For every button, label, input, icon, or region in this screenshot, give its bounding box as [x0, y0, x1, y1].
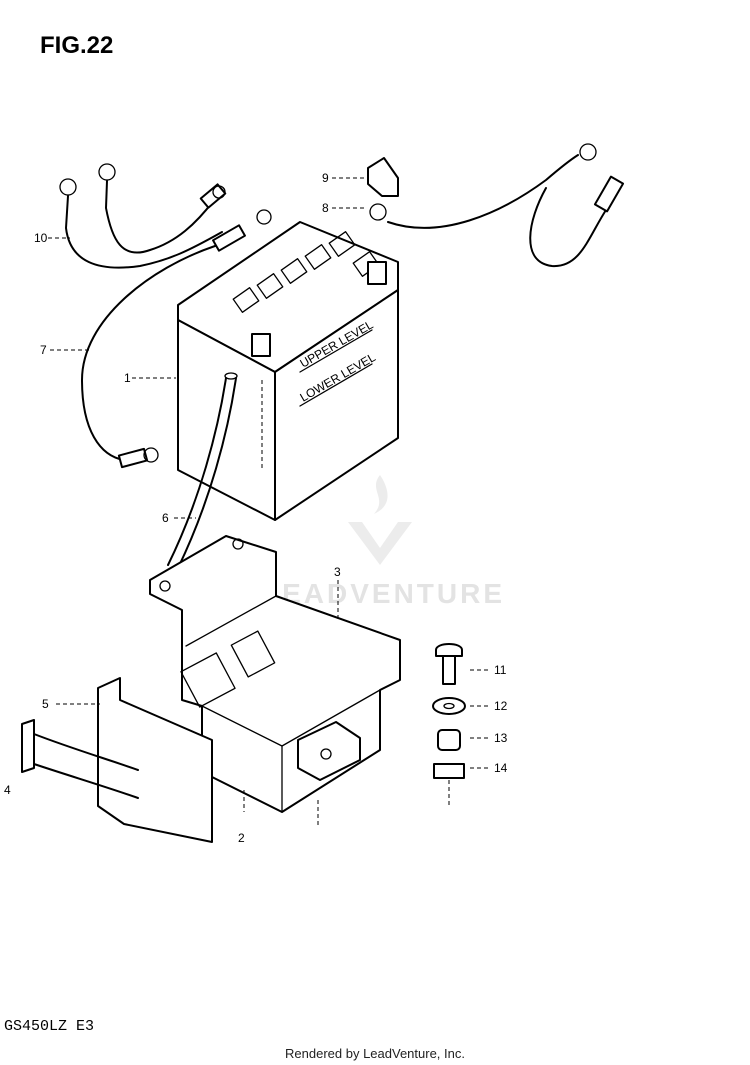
- battery: UPPER LEVEL LOWER LEVEL: [177, 221, 399, 521]
- battery-cover: [97, 677, 213, 843]
- callout-4: 4: [4, 783, 11, 797]
- terminal-cover: [367, 157, 399, 197]
- cushion: [437, 729, 461, 751]
- callout-12: 12: [494, 699, 508, 713]
- callout-3: 3: [334, 565, 341, 579]
- callout-9: 9: [322, 171, 329, 185]
- ground-lead-cable: [59, 163, 227, 269]
- callout-6: 6: [162, 511, 169, 525]
- washer: [432, 697, 466, 715]
- breather-tube: [167, 372, 238, 569]
- callout-11: 11: [494, 663, 507, 677]
- cell-caps: [232, 231, 380, 313]
- callout-1: 1: [124, 371, 131, 385]
- watermark-text: LEADVENTURE: [262, 578, 506, 609]
- battery-strap: [21, 719, 139, 799]
- nut: [433, 763, 465, 808]
- callout-13: 13: [494, 731, 508, 745]
- callout-8: 8: [322, 201, 329, 215]
- callout-5: 5: [42, 697, 49, 711]
- footer-credit: Rendered by LeadVenture, Inc.: [285, 1046, 465, 1061]
- callout-10: 10: [34, 231, 48, 245]
- model-code: GS450LZ E3: [4, 1018, 95, 1035]
- battery-terminal-negative: [251, 333, 271, 357]
- positive-lead-cable: [369, 143, 625, 268]
- callout-leaders: [48, 177, 490, 826]
- battery-terminal-positive: [367, 261, 387, 285]
- mounting-bolt: [435, 643, 463, 685]
- callout-7: 7: [40, 343, 47, 357]
- watermark-logo-icon: [348, 475, 412, 565]
- starter-cable: [81, 209, 272, 469]
- callout-14: 14: [494, 761, 508, 775]
- callout-2: 2: [238, 831, 245, 845]
- figure-title: FIG.22: [40, 32, 114, 59]
